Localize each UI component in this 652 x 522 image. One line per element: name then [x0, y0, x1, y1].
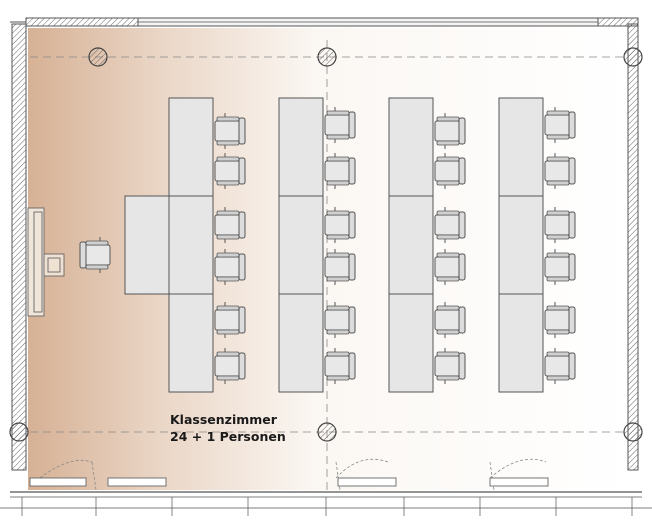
- student-table: [278, 293, 324, 393]
- student-table: [278, 97, 324, 197]
- student-table: [278, 195, 324, 295]
- student-chair: [434, 152, 466, 190]
- student-chair: [214, 301, 246, 339]
- teacher-chair: [79, 236, 111, 274]
- student-chair: [544, 347, 576, 385]
- student-table: [388, 293, 434, 393]
- student-table: [498, 97, 544, 197]
- student-table: [498, 293, 544, 393]
- walls: [0, 17, 652, 509]
- student-table: [388, 195, 434, 295]
- student-chair: [324, 301, 356, 339]
- student-chair: [434, 112, 466, 150]
- student-table: [168, 97, 214, 197]
- student-chair: [324, 347, 356, 385]
- room-caption: Klassenzimmer 24 + 1 Personen: [170, 411, 286, 445]
- student-chair: [214, 248, 246, 286]
- student-chair: [324, 106, 356, 144]
- student-table: [388, 97, 434, 197]
- student-table: [498, 195, 544, 295]
- student-chair: [324, 152, 356, 190]
- teacher-desk: [27, 207, 65, 317]
- student-chair: [214, 347, 246, 385]
- student-chair: [434, 301, 466, 339]
- student-chair: [544, 152, 576, 190]
- structural-columns: [9, 47, 643, 442]
- student-chair: [544, 248, 576, 286]
- student-table: [168, 195, 214, 295]
- student-chair: [434, 248, 466, 286]
- benches: [29, 477, 549, 487]
- door-swings: [39, 458, 547, 491]
- bottom-partitions: [21, 497, 633, 516]
- student-area: [168, 97, 576, 393]
- student-chair: [214, 206, 246, 244]
- student-chair: [214, 152, 246, 190]
- student-chair: [544, 106, 576, 144]
- front-table: [124, 195, 170, 295]
- student-chair: [544, 206, 576, 244]
- student-chair: [324, 206, 356, 244]
- student-chair: [324, 248, 356, 286]
- room-name: Klassenzimmer: [170, 412, 277, 427]
- room-capacity: 24 + 1 Personen: [170, 429, 286, 444]
- student-chair: [214, 112, 246, 150]
- student-chair: [434, 206, 466, 244]
- student-chair: [434, 347, 466, 385]
- student-table: [168, 293, 214, 393]
- student-chair: [544, 301, 576, 339]
